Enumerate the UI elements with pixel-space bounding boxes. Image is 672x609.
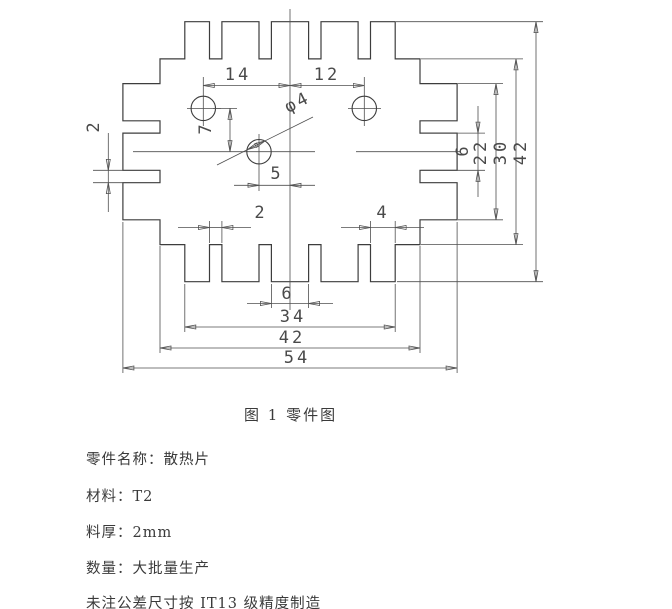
hole-center [246, 138, 272, 165]
dim-center-hole-offset: 5 [234, 164, 315, 188]
dim-bottom-center-tooth: 6 [247, 284, 333, 308]
part-outline [122, 21, 458, 283]
dim-right-notch-gap: 6 [421, 106, 485, 197]
dim-hole-height: 7 [196, 108, 237, 152]
dim-body-width: 42 [159, 246, 421, 353]
dim-overall-width: 54 [122, 222, 458, 373]
dim-height-42: 42 [396, 21, 543, 283]
dim-height-30: 30 [421, 58, 523, 245]
dim-label-42h: 42 [279, 328, 305, 348]
figure-caption: 图 1 零件图 [244, 406, 338, 424]
dim-hole-diameter: φ4 [216, 88, 314, 166]
dim-height-22: 22 [458, 83, 503, 221]
spec-part-name: 零件名称：散热片 [86, 452, 210, 468]
dim-hole-spacing-right: 12 [289, 65, 365, 88]
dim-label-14: 14 [225, 65, 251, 85]
dim-comb-width: 34 [184, 284, 396, 332]
dim-bottom-end-tooth: 4 [341, 203, 424, 243]
dim-label-phi4: φ4 [281, 88, 314, 118]
dim-label-30: 30 [491, 139, 511, 165]
dim-bottom-slot: 2 [178, 203, 267, 243]
dim-left-notch: 2 [84, 119, 123, 212]
spec-material: 材料：T2 [86, 489, 154, 505]
dim-label-42v: 42 [511, 139, 531, 165]
spec-quantity: 数量：大批量生产 [86, 561, 210, 577]
dim-label-22: 22 [471, 139, 491, 165]
dim-label-12: 12 [314, 65, 340, 85]
dim-label-right-6: 6 [453, 143, 473, 156]
dim-label-bottom-4: 4 [376, 203, 389, 223]
spec-thickness: 料厚：2mm [86, 525, 173, 541]
part-drawing: 14 12 7 5 φ4 [84, 9, 543, 373]
dim-label-bottom-2: 2 [254, 203, 267, 223]
dim-label-left-2: 2 [84, 119, 104, 132]
mounting-holes [190, 95, 378, 165]
dim-label-34: 34 [280, 307, 306, 327]
dim-label-5: 5 [270, 164, 283, 184]
hole-right [351, 95, 378, 122]
spec-tolerance: 未注公差尺寸按 IT13 级精度制造 [86, 596, 322, 609]
dim-label-bottom-6: 6 [281, 284, 294, 304]
dim-label-7: 7 [196, 121, 216, 134]
dim-label-54: 54 [284, 348, 310, 368]
centerlines [133, 9, 461, 310]
dim-hole-spacing-left: 14 [203, 65, 291, 88]
